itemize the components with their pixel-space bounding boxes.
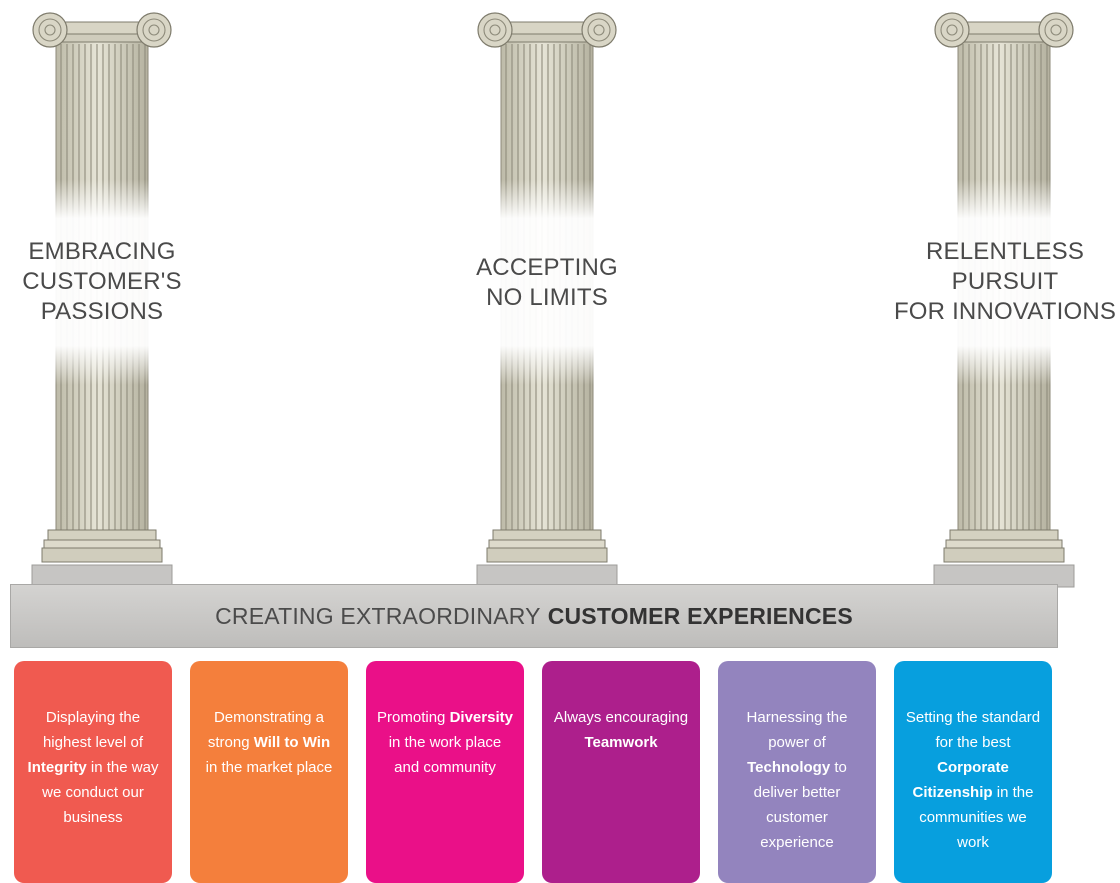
- value-text: Always encouraging: [553, 709, 689, 726]
- value-text: to deliver better customer experience: [753, 759, 847, 851]
- value-text: Demonstrating a strong: [207, 709, 325, 751]
- value-text: in the way we conduct our business: [42, 759, 159, 826]
- value-text: in the communities we work: [919, 784, 1034, 851]
- pillar-label: EMBRACING CUSTOMER'S PASSIONS: [22, 238, 182, 325]
- pillar-label: RELENTLESS PURSUIT FOR INNOVATIONS: [893, 238, 1117, 325]
- ionic-column-icon: [31, 12, 173, 588]
- value-text: Setting the standard for the best: [905, 709, 1041, 751]
- foundation-beam: CREATING EXTRAORDINARY CUSTOMER EXPERIEN…: [10, 584, 1058, 648]
- value-text: Displaying the highest level of: [42, 709, 144, 751]
- value-card-diversity: Promoting Diversity in the work place an…: [366, 661, 524, 883]
- value-card-will-to-win: Demonstrating a strong Will to Win in th…: [190, 661, 348, 883]
- value-text: Promoting: [377, 709, 450, 726]
- foundation-text: CREATING EXTRAORDINARY: [215, 602, 541, 629]
- value-keyword: Teamwork: [584, 734, 658, 751]
- pillar-right: RELENTLESS PURSUIT FOR INNOVATIONS: [894, 0, 1116, 590]
- value-card-integrity: Displaying the highest level of Integrit…: [14, 661, 172, 883]
- value-text: Harnessing the power of: [746, 709, 848, 751]
- value-keyword: Corporate Citizenship: [912, 759, 1009, 801]
- value-keyword: Integrity: [27, 759, 87, 776]
- pillar-label: ACCEPTING NO LIMITS: [476, 254, 618, 311]
- value-text: in the market place: [205, 759, 333, 776]
- ionic-column-icon: [476, 12, 618, 588]
- pillar-left: EMBRACING CUSTOMER'S PASSIONS: [22, 0, 182, 590]
- value-keyword: Will to Win: [253, 734, 331, 751]
- value-text: in the work place and community: [388, 734, 502, 776]
- value-card-citizenship: Setting the standard for the best Corpor…: [894, 661, 1052, 883]
- ionic-column-icon: [933, 12, 1075, 588]
- pillar-center: ACCEPTING NO LIMITS: [467, 0, 627, 590]
- value-keyword: Technology: [747, 759, 831, 776]
- foundation-text-bold: CUSTOMER EXPERIENCES: [547, 602, 853, 629]
- value-keyword: Diversity: [449, 709, 513, 726]
- value-card-teamwork: Always encouraging Teamwork: [542, 661, 700, 883]
- value-card-technology: Harnessing the power of Technology to de…: [718, 661, 876, 883]
